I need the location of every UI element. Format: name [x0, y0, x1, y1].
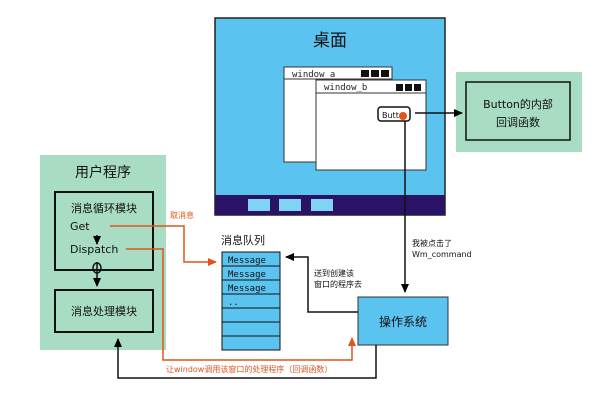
message-queue-cell: Message [228, 270, 266, 280]
fetch-annotation: 取消息 [170, 210, 194, 220]
window-a-maximize-icon[interactable] [371, 70, 379, 77]
window-b-title: window_b [324, 83, 367, 93]
button-callback-inner [465, 81, 571, 141]
operating-system-box [357, 296, 449, 346]
message-queue-cell: .. [228, 298, 239, 308]
message-handler-module [54, 289, 154, 333]
window-b-button-label: Butto [382, 111, 404, 120]
taskbar-button-1[interactable] [248, 199, 270, 211]
loop-circle-icon [92, 262, 102, 274]
message-queue-title: 消息队列 [221, 233, 265, 247]
message-queue: 消息队列 Message Message Message .. [221, 233, 281, 351]
send-annotation-line1: 送到创建该 [314, 268, 354, 278]
window-a-title: window_a [292, 70, 335, 80]
clicked-annotation-line2: Wm_command [412, 250, 472, 259]
fetch-message-arrow [110, 225, 217, 266]
dispatch-to-os-arrow [126, 248, 356, 361]
window-b-frame [315, 79, 427, 171]
window-b-maximize-icon[interactable] [405, 84, 412, 91]
operating-system-title: 操作系统 [379, 314, 427, 329]
user-program: 用户程序 消息循环模块 Get Dispatch 消息处理模块 [40, 155, 166, 350]
window-a-minimize-icon[interactable] [361, 70, 369, 77]
get-label: Get [70, 220, 90, 233]
clicked-annotation-line1: 我被点击了 [412, 238, 452, 248]
send-annotation-line2: 窗口的程序去 [314, 279, 362, 289]
button-callback-line1: Button的内部 [483, 97, 553, 111]
click-point-icon [399, 112, 407, 120]
desktop-title: 桌面 [313, 31, 347, 51]
message-queue-row [221, 335, 281, 351]
window-b[interactable]: window_b Butto [315, 79, 427, 171]
user-program-title: 用户程序 [75, 164, 131, 181]
message-queue-cell: Message [228, 284, 266, 294]
os-to-handler-arrow [114, 338, 377, 379]
os-to-queue-arrow [285, 253, 358, 313]
message-queue-row [221, 321, 281, 337]
button-callback-box: Button的内部 回调函数 [456, 72, 582, 152]
get-dispatch-loop [92, 235, 102, 287]
message-loop-title: 消息循环模块 [71, 201, 137, 215]
operating-system: 操作系统 [357, 296, 449, 346]
window-b-close-icon[interactable] [414, 84, 421, 91]
message-handler-title: 消息处理模块 [71, 304, 137, 318]
callback-annotation: 让window调用该窗口的处理程序（回调函数） [166, 364, 332, 374]
taskbar-button-2[interactable] [279, 199, 301, 211]
window-a-close-icon[interactable] [381, 70, 389, 77]
window-b-minimize-icon[interactable] [396, 84, 403, 91]
button-callback-line2: 回调函数 [496, 116, 540, 129]
desktop: 桌面 window_a window_b Butto [214, 17, 446, 216]
taskbar-button-3[interactable] [311, 199, 333, 211]
dispatch-label: Dispatch [70, 243, 118, 256]
message-queue-cell: Message [228, 256, 266, 266]
message-queue-row [221, 307, 281, 323]
message-loop-module [54, 191, 154, 271]
